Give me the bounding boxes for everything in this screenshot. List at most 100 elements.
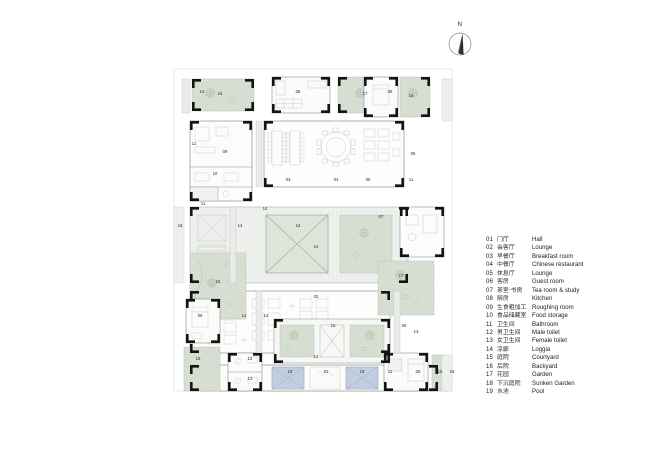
legend-label-cn: 休息厅 <box>497 270 515 277</box>
room-number-14: 14 <box>314 354 319 359</box>
courtyard-15-topright <box>399 76 431 118</box>
legend-label-cn: 中餐厅 <box>497 262 515 269</box>
room-number-15: 15 <box>438 369 443 374</box>
legend-row: 06 客房 Guest room <box>486 278 646 286</box>
room-number-06: 06 <box>411 151 416 156</box>
legend-label-en: Guest room <box>532 278 564 286</box>
room-number-10: 10 <box>213 171 218 176</box>
sunken-garden-18 <box>173 78 453 392</box>
legend-label-cn: 女卫生间 <box>497 338 521 345</box>
legend-label-cn: 早餐厅 <box>497 253 515 260</box>
legend-label-en: Lounge <box>532 269 553 277</box>
room-number-14: 14 <box>242 313 247 318</box>
dining-band <box>263 120 405 188</box>
room-number-11: 11 <box>201 201 206 206</box>
room-number-17: 17 <box>399 273 404 278</box>
legend-label-en: Bathroom <box>532 320 559 328</box>
lounge-seating <box>363 128 401 162</box>
legend-label-en: Food storage <box>532 312 568 320</box>
room-number-19: 19 <box>360 369 365 374</box>
legend-number: 01 <box>486 236 493 243</box>
legend-number: 03 <box>486 252 493 260</box>
legend-row: 10 食品储藏室 Food storage <box>486 312 646 320</box>
legend-row: 11 卫生间 Bathroom <box>486 321 646 329</box>
room-number-14: 14 <box>264 313 269 318</box>
legend-number: 08 <box>486 295 493 303</box>
courtyard-15-bottomcenter <box>273 318 391 364</box>
court-center-x <box>319 324 345 358</box>
legend-label-cn: 凉廊 <box>497 346 509 353</box>
legend-number: 06 <box>486 278 493 286</box>
north-label: N <box>457 22 463 28</box>
room-number-14: 14 <box>296 223 301 228</box>
legend-number: 11 <box>486 320 493 328</box>
legend-number: 16 <box>486 362 493 370</box>
legend-label-en: Hall <box>532 236 543 243</box>
round-dining-table <box>316 127 356 167</box>
legend-label-en: Kitchen <box>532 295 553 303</box>
room-number-13: 13 <box>248 376 253 381</box>
room-number-11: 11 <box>192 141 197 146</box>
compass-graphic <box>448 32 472 56</box>
legend-number: 04 <box>486 261 493 269</box>
legend-number: 10 <box>486 312 493 320</box>
room-number-14: 14 <box>263 206 268 211</box>
garden-17-right <box>377 260 435 316</box>
legend-label-en: Tea room & study <box>532 286 580 294</box>
pool-19-left <box>271 366 305 390</box>
legend-number: 14 <box>486 345 493 353</box>
central-water-feature <box>265 214 329 274</box>
service-wing-left <box>189 120 253 202</box>
loggia-14-topleft <box>181 78 191 114</box>
legend-label-cn: 后院 <box>497 363 509 370</box>
legend-label-en: Loggia <box>532 345 551 353</box>
hall-01 <box>309 366 341 390</box>
pool-19-right <box>345 366 379 390</box>
legend-number: 09 <box>486 303 493 311</box>
legend-label-en: Roughing room <box>532 303 574 311</box>
legend-label-en: Chinese restaurant <box>532 261 584 269</box>
room-number-15: 15 <box>331 323 336 328</box>
room-number-05: 05 <box>366 177 371 182</box>
legend-row: 15 庭院 Courtyard <box>486 354 646 362</box>
room-number-12: 12 <box>248 356 253 361</box>
column-markers <box>186 77 444 391</box>
legend-label-cn: 生食粗加工 <box>497 304 527 311</box>
legend-label-cn: 厨房 <box>497 296 509 303</box>
room-number-14: 14 <box>238 223 243 228</box>
kitchen-08 <box>271 76 331 114</box>
legend-label-en: Courtyard <box>532 354 559 362</box>
legend-row: 03 早餐厅 Breakfast room <box>486 253 646 261</box>
room-number-06: 06 <box>388 89 393 94</box>
legend-label-en: Backyard <box>532 362 558 370</box>
garden-bed-right <box>349 324 385 358</box>
legend-row: 17 花园 Garden <box>486 371 646 379</box>
room-number-15: 15 <box>196 356 201 361</box>
legend-label-en: Breakfast room <box>532 252 574 260</box>
room-number-08: 08 <box>296 89 301 94</box>
courtyard-15-bottomleft <box>183 346 221 392</box>
room-number-15: 15 <box>216 279 221 284</box>
legend-number: 12 <box>486 328 493 336</box>
legend-label-en: Male toilet <box>532 328 560 336</box>
legend-label-cn: 花园 <box>497 372 509 379</box>
legend-label-cn: 卫生间 <box>497 321 515 328</box>
legend-number: 15 <box>486 354 493 362</box>
room-number-06: 06 <box>402 323 407 328</box>
legend-row: 19 水池 Pool <box>486 388 646 396</box>
legend-number: 18 <box>486 379 493 387</box>
legend-number: 02 <box>486 244 493 252</box>
legend-label-en: Pool <box>532 388 545 396</box>
legend-label-cn: 茶室·书房 <box>497 287 523 294</box>
legend-label-en: Sunken Garden <box>532 379 575 387</box>
room-number-03: 03 <box>286 177 291 182</box>
guestroom-06-bottomright <box>383 352 429 392</box>
legend-label-en: Female toilet <box>532 337 567 345</box>
loggia-strips <box>229 120 401 354</box>
legend-row: 09 生食粗加工 Roughing room <box>486 304 646 312</box>
legend-label-cn: 门厅 <box>497 237 509 243</box>
legend-row: 16 后院 Backyard <box>486 363 646 371</box>
guestroom-06-bottomleft <box>185 298 221 344</box>
